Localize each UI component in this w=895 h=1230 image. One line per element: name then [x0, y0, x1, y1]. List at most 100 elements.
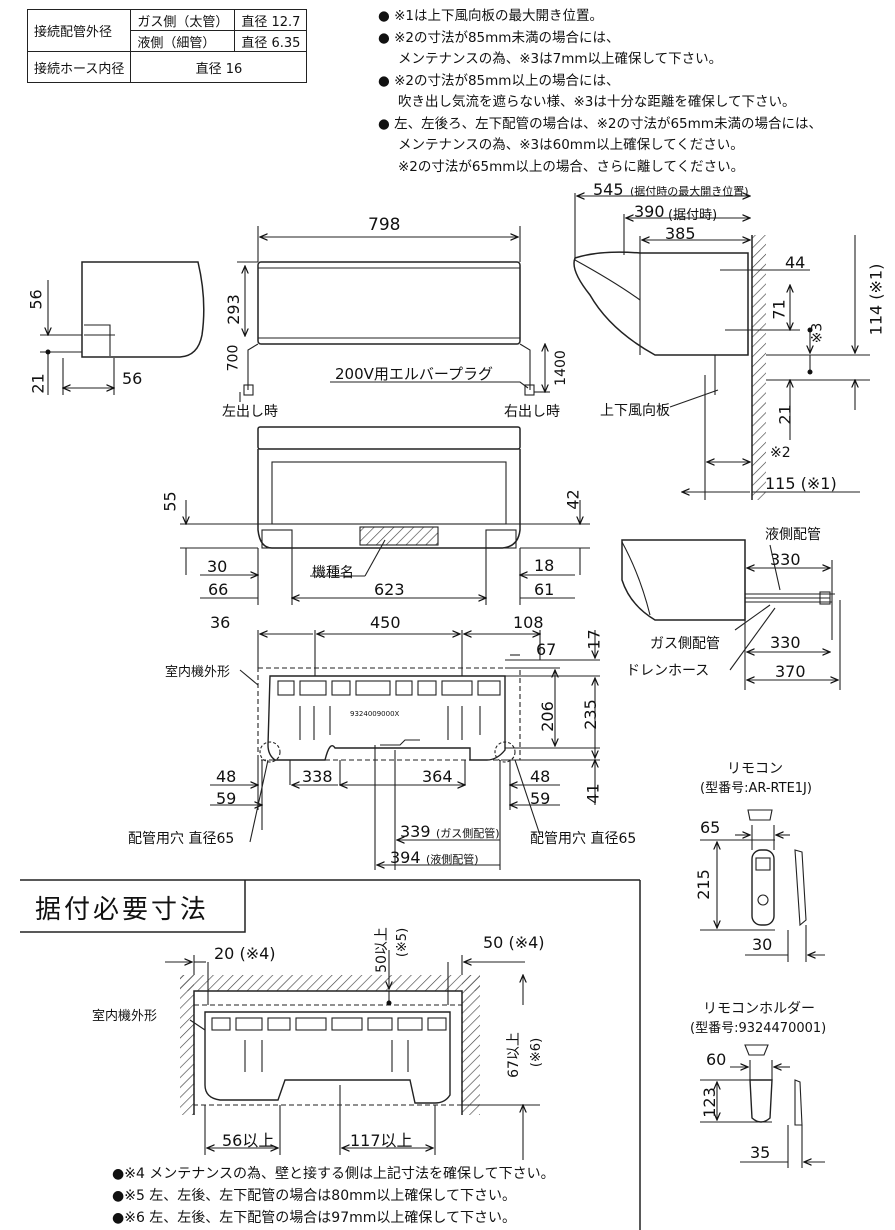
dim-56-vertical: 56 [26, 289, 46, 310]
dim-67: 67 [536, 640, 557, 659]
note-line: メンテナンスの為、※3は60mm以上確保してください。 [398, 137, 744, 153]
dim-71: 71 [769, 299, 789, 320]
dim-394: 394 [390, 848, 421, 867]
dim-235: 235 [580, 699, 600, 730]
dim-390: 390 [634, 202, 665, 221]
dim-48-left: 48 [216, 767, 237, 786]
dim-17: 17 [584, 629, 604, 650]
dim-385: 385 [665, 224, 696, 243]
dim-18: 18 [534, 556, 555, 575]
dim-hose-1400: 1400 [552, 350, 569, 386]
install-note-line: ●※5 左、左後、左下配管の場合は80mm以上確保して下さい。 [112, 1188, 516, 1204]
bottom-view [180, 426, 590, 605]
install-notes: ●※4 メンテナンスの為、壁と接する側は上記寸法を確保して下さい。 ●※5 左、… [112, 1163, 555, 1229]
dim-59-left: 59 [216, 789, 237, 808]
install-note-line: ●※4 メンテナンスの為、壁と接する側は上記寸法を確保して下さい。 [112, 1166, 555, 1182]
dim-install-56: 56以上 [222, 1131, 275, 1150]
install-clearance-box [20, 879, 641, 1230]
hose-inner-diameter-label: 接続ホース内径 [26, 51, 132, 83]
dim-370: 370 [775, 662, 806, 681]
piping-side-view [621, 539, 841, 690]
dim-install-50-top: 50以上 [373, 927, 390, 973]
dim-42: 42 [563, 489, 583, 510]
holder-title: リモコンホルダー [703, 1001, 815, 1017]
note-line: メンテナンスの為、※3は7mm以上確保して下さい。 [398, 51, 723, 67]
dim-21: 21 [28, 373, 48, 394]
installation-notes: ● ※1は上下風向板の最大開き位置。 ● ※2の寸法が85mm未満の場合には、 … [378, 6, 822, 178]
dim-height-293: 293 [223, 294, 243, 325]
dim-mark-3: ※3 [809, 322, 826, 344]
mounting-plate-view [210, 630, 600, 870]
dim-width-798: 798 [368, 215, 401, 235]
dim-30: 30 [207, 557, 228, 576]
note-line: 吹き出し気流を遮らない様、※3は十分な距離を確保して下さい。 [398, 94, 796, 110]
dim-hose-700: 700 [225, 344, 242, 372]
gas-side-label: ガス側（太管） [130, 9, 236, 31]
dim-330-gas: 330 [770, 633, 801, 652]
note-line: ● 左、左後ろ、左下配管の場合は、※2の寸法が65mm未満の場合には、 [378, 115, 822, 132]
plate-code: 9324009000X [350, 710, 400, 718]
remote-model: (型番号:AR-RTE1J) [700, 781, 812, 796]
remote-title: リモコン [727, 761, 783, 777]
dim-55: 55 [160, 491, 180, 512]
dim-remote-215: 215 [693, 869, 713, 900]
liquid-side-label: 液側（細管） [130, 30, 236, 52]
hose-inner-diameter-value: 直径 16 [130, 51, 308, 83]
dim-364: 364 [422, 767, 453, 786]
dim-holder-60: 60 [706, 1050, 727, 1069]
dim-339: 339 [400, 822, 431, 841]
dim-66: 66 [208, 580, 229, 599]
dim-install-67: 67以上 [505, 1032, 522, 1078]
dim-holder-35: 35 [750, 1143, 771, 1162]
dim-48-right: 48 [530, 767, 551, 786]
install-outline-label: 室内機外形 [92, 1009, 158, 1024]
dim-330-liquid: 330 [770, 550, 801, 569]
liquid-pipe-label: 液側配管 [765, 527, 821, 543]
dim-remote-65: 65 [700, 818, 721, 837]
front-view [237, 226, 550, 402]
louver-label: 上下風向板 [600, 403, 670, 419]
liquid-side-value: 直径 6.35 [234, 30, 308, 52]
dim-44: 44 [785, 253, 806, 272]
dim-114: 114 (※1) [866, 263, 886, 336]
dim-36: 36 [210, 613, 231, 632]
dim-install-117: 117以上 [350, 1131, 413, 1150]
holder-model: (型番号:9324470001) [690, 1021, 827, 1036]
pipe-spec-table: 接続配管外径 ガス側（太管） 直径 12.7 液側（細管） 直径 6.35 接続… [26, 9, 308, 83]
dim-61: 61 [534, 580, 555, 599]
gas-side-value: 直径 12.7 [234, 9, 308, 31]
note-line: ● ※2の寸法が85mm未満の場合には、 [378, 29, 620, 46]
pipe-hole-left-label: 配管用穴 直径65 [128, 831, 235, 847]
dim-56-horizontal: 56 [122, 369, 143, 388]
dim-install-20: 20 (※4) [214, 944, 276, 963]
note-line: ※2の寸法が65mm以上の場合、さらに離してください。 [398, 158, 745, 175]
right-outlet-label: 右出し時 [504, 404, 560, 420]
dim-206: 206 [537, 701, 557, 732]
dim-41: 41 [583, 783, 603, 804]
left-side-view [40, 261, 205, 395]
remote-view [700, 809, 825, 962]
dim-59-right: 59 [530, 789, 551, 808]
model-name-label: 機種名 [312, 565, 354, 581]
pipe-outer-diameter-label: 接続配管外径 [26, 9, 132, 52]
dim-545: 545 [593, 180, 624, 199]
dim-339-note: (ガス側配管) [436, 827, 500, 840]
dim-545-note: (据付時の最大開き位置) [630, 185, 749, 198]
gas-pipe-label: ガス側配管 [650, 636, 720, 652]
note-line: ● ※2の寸法が85mm以上の場合には、 [378, 72, 620, 89]
install-note-line: ●※6 左、左後、左下配管の場合は97mm以上確保して下さい。 [112, 1210, 516, 1226]
dim-390-note: (据付時) [668, 208, 718, 223]
dim-115: 115 (※1) [765, 474, 837, 493]
dim-338: 338 [302, 767, 333, 786]
dim-450: 450 [370, 613, 401, 632]
dim-holder-123: 123 [699, 1087, 719, 1118]
drain-hose-label: ドレンホース [626, 663, 710, 679]
indoor-outline-label: 室内機外形 [165, 665, 231, 680]
left-outlet-label: 左出し時 [222, 404, 278, 420]
note-line: ● ※1は上下風向板の最大開き位置。 [378, 8, 603, 24]
dim-install-50-note: (※5) [395, 927, 411, 958]
dim-108: 108 [513, 613, 544, 632]
holder-view [700, 1044, 825, 1168]
